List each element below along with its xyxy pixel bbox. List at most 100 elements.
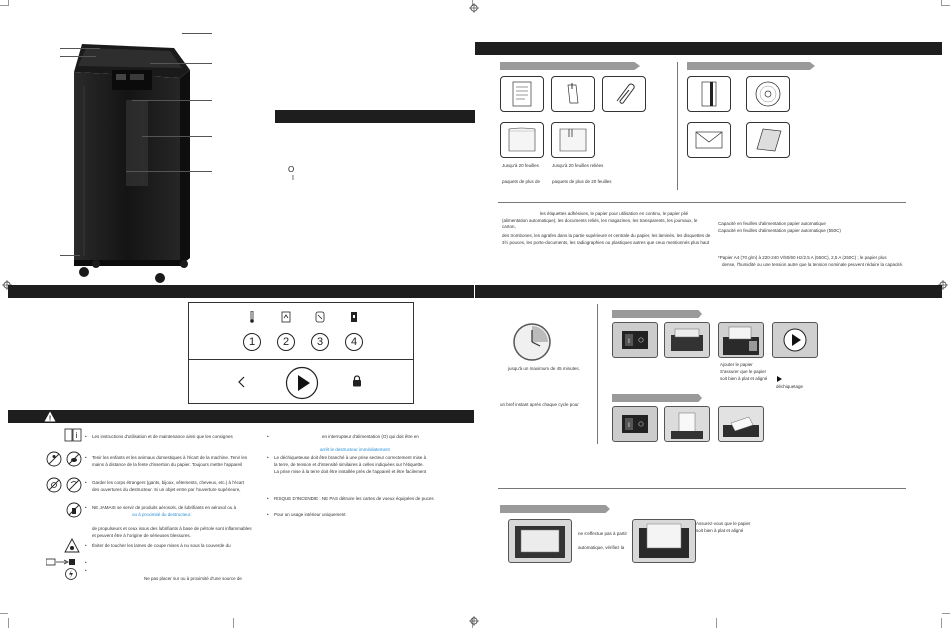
safety-text: RISQUE D'INCENDIE : NE PAS détruire les … (267, 496, 469, 502)
crop-mark (941, 618, 942, 628)
crop-mark (942, 613, 950, 614)
no-aerosol-icon (66, 502, 82, 518)
safety-text: et peuvent être à l'origine de sérieuses… (92, 533, 191, 538)
divider-horizontal (498, 488, 906, 489)
paper-caption: paquets de plus de (502, 179, 541, 184)
switch-on-mark: I (628, 423, 630, 429)
crop-mark (941, 0, 942, 6)
subsection-header (500, 62, 640, 70)
capacity-text: Capacité en feuilles d'alimentation papi… (718, 221, 826, 226)
svg-text:i: i (76, 431, 78, 440)
operation-text: jusqu'à un maximum de 45 minutes. (508, 366, 580, 371)
crop-mark (716, 618, 717, 628)
safety-text: Les instructions d'utilisation et de mai… (85, 434, 272, 440)
safety-text: Éviter de toucher les lames de coupe mis… (85, 543, 272, 549)
indicator-number-1: 1 (243, 333, 261, 351)
indicator-row: 1 2 3 4 (189, 303, 413, 359)
paper-sheet-icon (500, 76, 544, 112)
auto-feed-tray-photo (508, 519, 572, 563)
blade-hazard-icon (64, 538, 80, 553)
registration-mark-icon (469, 3, 479, 13)
no-children-icon (46, 451, 62, 467)
troubleshoot-text: soit bien à plat et aligné (696, 528, 744, 533)
paper-aligned-photo (632, 519, 696, 563)
button-row (189, 359, 413, 404)
operation-text: un bref instant après chaque cycle pour (500, 402, 579, 407)
lock-icon[interactable] (352, 375, 362, 387)
section-header-bar (275, 110, 475, 123)
stapled-paper-icon (551, 122, 595, 158)
divider-vertical (677, 62, 678, 190)
plug-icon (46, 558, 75, 566)
no-jewelry-icon (46, 477, 62, 493)
envelope-icon (687, 122, 731, 158)
leader-line (150, 63, 212, 64)
warning-triangle-icon: ! (44, 411, 56, 422)
step-text: déchiquetage (776, 384, 804, 389)
indicator-number-4: 4 (345, 333, 363, 351)
safety-text-highlight: ou à proximité du destructeur. (132, 512, 192, 517)
safety-text: La prise mise à la terre doit être insta… (274, 469, 427, 474)
safety-text: mains à distance de la fente d'insertion… (92, 462, 242, 467)
power-off-symbol: O (288, 165, 295, 174)
registration-mark-icon (469, 616, 479, 626)
safety-text: en interrupteur d'alimentation (O) qui d… (322, 434, 419, 439)
auto-forward-button-icon[interactable] (285, 366, 319, 400)
leader-line (126, 171, 212, 172)
start-button-photo[interactable] (772, 322, 818, 358)
paper-caption: paquets de plus de 20 feuilles (552, 179, 612, 184)
switch-on-mark: I (628, 339, 630, 345)
safety-text: la terre, de tension et d'intensité simi… (274, 462, 424, 467)
shredder-illustration (74, 44, 190, 283)
section-header-bar (475, 285, 942, 298)
troubleshoot-text: automatique, vérifiez la (578, 545, 625, 550)
indicator-number-3: 3 (311, 333, 329, 351)
safety-text: des ouvertures du destructeur. Si un obj… (92, 487, 241, 492)
safety-text: Le déchiqueteuse doit être branché à une… (267, 455, 469, 461)
notes-text: les étiquettes adhésives, le papier pour… (540, 211, 689, 216)
safety-text: de propulseurs et ceux issus des lubrifi… (92, 526, 252, 531)
divider-vertical (597, 304, 598, 444)
paper-caption: Jusqu'à 20 feuilles reliées (552, 163, 604, 168)
reverse-button-icon[interactable] (237, 376, 245, 388)
section-header-bar (475, 42, 942, 55)
leader-line (132, 100, 212, 101)
crop-mark (942, 5, 950, 6)
section-header-bar (8, 285, 474, 298)
capacity-text: Capacité en feuilles d'alimentation papi… (718, 228, 841, 233)
crop-mark (8, 0, 9, 6)
crop-mark (8, 618, 9, 628)
notes-text: des trombones, les agrafes dans la parti… (502, 233, 711, 238)
open-lid-photo (718, 322, 764, 358)
troubleshoot-text: ne s'effectue pas à partir (578, 531, 628, 536)
subsection-header (687, 62, 815, 70)
leader-line (142, 136, 212, 137)
power-switch-photo: I (612, 406, 658, 442)
leader-line (60, 56, 96, 57)
crop-mark (472, 618, 473, 628)
door-open-icon (351, 312, 357, 322)
power-switch-photo: I (612, 322, 658, 358)
paper-jam-icon (315, 311, 325, 323)
leader-line (182, 33, 212, 34)
step-text: soit bien à plat et aligné (720, 376, 768, 381)
no-pets-icon (66, 451, 82, 467)
bin-full-icon (281, 311, 291, 323)
subsection-header (500, 505, 610, 513)
safety-text: Ne pas placer sur ou à proximité d'une s… (144, 576, 242, 581)
no-hair-icon (66, 477, 82, 493)
staple-icon (551, 76, 595, 112)
crop-mark (472, 0, 473, 6)
control-panel-diagram: 1 2 3 4 (188, 302, 414, 404)
power-on-symbol: I (292, 175, 294, 182)
read-manual-icon: i (64, 428, 82, 442)
folder-icon (746, 122, 790, 158)
divider-horizontal (498, 202, 906, 203)
play-mini-icon (777, 376, 782, 382)
safety-text: NE JAMAIS se servir de produits aérosols… (85, 505, 272, 511)
safety-text: Tenir les enfants et les animaux domesti… (85, 455, 272, 461)
warning-exclamation: ! (49, 416, 51, 423)
hand-feed-photo (718, 406, 764, 442)
capacity-note: *Papier A4 (70 g/m) à 220-240 V/50/60 Hz… (718, 255, 887, 260)
notes-text: (alimentation automatique), les document… (502, 218, 698, 229)
